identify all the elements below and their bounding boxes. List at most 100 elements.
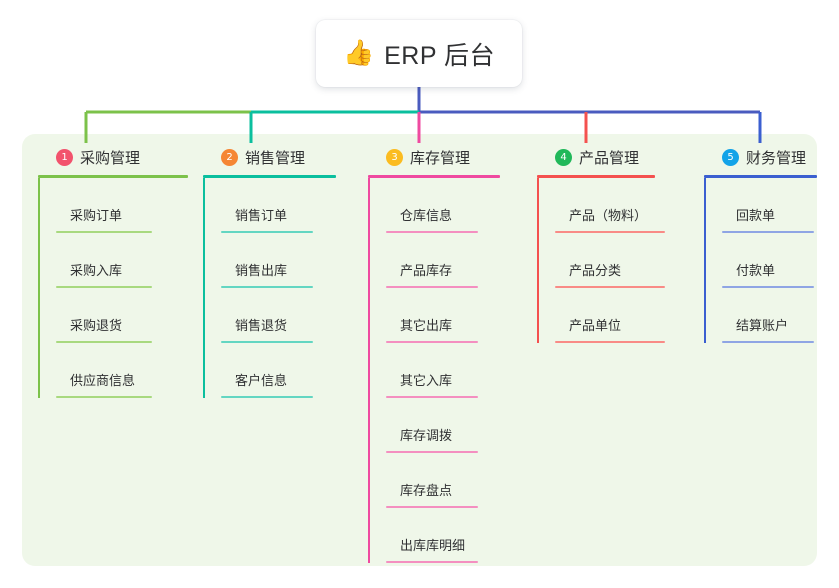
branch-item-label: 客户信息 [235, 373, 288, 388]
branch-item-underline [221, 231, 313, 233]
branch-header[interactable]: 2 销售管理 [203, 146, 336, 168]
branch-item[interactable]: 销售订单 [221, 178, 313, 233]
branch-underline [38, 175, 188, 178]
branch-number-badge: 5 [722, 148, 739, 166]
branch-item-label: 销售出库 [235, 263, 288, 278]
branch-item[interactable]: 其它入库 [386, 343, 478, 398]
branch-underline [203, 175, 336, 178]
branch-item-underline [386, 286, 478, 288]
branch-item-label: 其它出库 [400, 318, 453, 333]
branch-header[interactable]: 4 产品管理 [537, 146, 655, 168]
branch-item[interactable]: 采购订单 [56, 178, 152, 233]
branch-item[interactable]: 产品（物料） [555, 178, 665, 233]
root-node[interactable]: 👍 ERP 后台 [316, 20, 522, 87]
branch-item[interactable]: 回款单 [722, 178, 814, 233]
branch-header[interactable]: 3 库存管理 [368, 146, 500, 168]
branch-item-label: 采购入库 [70, 263, 123, 278]
branch-item-underline [386, 451, 478, 453]
branch-item[interactable]: 客户信息 [221, 343, 313, 398]
thumbs-up-emoji: 👍 [342, 39, 375, 67]
branch-item[interactable]: 出库库明细 [386, 508, 478, 563]
branch-header[interactable]: 1 采购管理 [38, 146, 188, 168]
branch-item[interactable]: 供应商信息 [56, 343, 152, 398]
branch-item-underline [386, 341, 478, 343]
branch-item-label: 结算账户 [736, 318, 789, 333]
branch-column: 3 库存管理仓库信息产品库存其它出库其它入库库存调拨库存盘点出库库明细 [368, 146, 500, 563]
branch-item-underline [221, 396, 313, 398]
branch-item-underline [722, 286, 814, 288]
branch-item-label: 产品单位 [569, 318, 622, 333]
branch-item[interactable]: 其它出库 [386, 288, 478, 343]
branch-item-label: 其它入库 [400, 373, 453, 388]
branch-item-underline [221, 286, 313, 288]
branch-item-label: 仓库信息 [400, 208, 453, 223]
branch-header[interactable]: 5 财务管理 [704, 146, 817, 168]
branch-item[interactable]: 库存盘点 [386, 453, 478, 508]
branch-number-badge: 1 [56, 148, 73, 166]
branch-item-label: 采购退货 [70, 318, 123, 333]
branch-item[interactable]: 产品库存 [386, 233, 478, 288]
branch-column: 2 销售管理销售订单销售出库销售退货客户信息 [203, 146, 336, 398]
branch-item-underline [386, 396, 478, 398]
branch-item[interactable]: 产品分类 [555, 233, 665, 288]
branch-item-underline [722, 231, 814, 233]
branch-column: 4 产品管理产品（物料） 产品分类产品单位 [537, 146, 665, 343]
branch-spine [537, 178, 539, 343]
branch-items: 产品（物料） 产品分类产品单位 [537, 178, 665, 343]
branch-title: 采购管理 [80, 149, 141, 167]
branch-title: 销售管理 [245, 149, 306, 167]
branch-items: 销售订单销售出库销售退货客户信息 [203, 178, 336, 398]
branch-item-label: 库存盘点 [400, 483, 453, 498]
branch-item-label: 出库库明细 [400, 538, 466, 553]
branch-title: 财务管理 [746, 149, 807, 167]
branch-item-underline [56, 341, 152, 343]
branch-underline [704, 175, 817, 178]
branch-item-label: 产品库存 [400, 263, 453, 278]
branch-item-label: 销售订单 [235, 208, 288, 223]
branch-spine [203, 178, 205, 398]
branch-items: 回款单付款单结算账户 [704, 178, 817, 343]
branch-item-underline [56, 396, 152, 398]
branch-items: 仓库信息产品库存其它出库其它入库库存调拨库存盘点出库库明细 [368, 178, 500, 563]
branch-spine [704, 178, 706, 343]
branch-underline [368, 175, 500, 178]
branch-item-underline [56, 231, 152, 233]
branch-item-underline [555, 286, 665, 288]
branch-item-label: 付款单 [736, 263, 776, 278]
branch-items: 采购订单采购入库采购退货供应商信息 [38, 178, 188, 398]
branch-column: 5 财务管理回款单付款单结算账户 [704, 146, 817, 343]
branch-item[interactable]: 销售退货 [221, 288, 313, 343]
branch-item-underline [555, 341, 665, 343]
branch-spine [368, 178, 370, 563]
branch-item-label: 产品分类 [569, 263, 622, 278]
branch-item-underline [386, 561, 478, 563]
branch-item[interactable]: 结算账户 [722, 288, 814, 343]
branch-underline [537, 175, 655, 178]
branch-item[interactable]: 销售出库 [221, 233, 313, 288]
branch-item-label: 供应商信息 [70, 373, 136, 388]
branch-item-underline [221, 341, 313, 343]
branch-item-underline [555, 231, 665, 233]
root-title: ERP 后台 [384, 41, 496, 70]
branch-item[interactable]: 产品单位 [555, 288, 665, 343]
branch-item[interactable]: 仓库信息 [386, 178, 478, 233]
branch-number-badge: 4 [555, 148, 572, 166]
branch-item-label: 产品（物料） [569, 208, 648, 223]
branch-item[interactable]: 库存调拨 [386, 398, 478, 453]
branch-spine [38, 178, 40, 398]
branch-item-label: 回款单 [736, 208, 776, 223]
branch-item-label: 库存调拨 [400, 428, 453, 443]
branch-item-underline [722, 341, 814, 343]
branch-title: 产品管理 [579, 149, 640, 167]
branch-title: 库存管理 [410, 149, 471, 167]
branch-column: 1 采购管理采购订单采购入库采购退货供应商信息 [38, 146, 188, 398]
branch-item[interactable]: 采购入库 [56, 233, 152, 288]
branch-item-underline [386, 506, 478, 508]
branch-number-badge: 2 [221, 148, 238, 166]
branch-item[interactable]: 付款单 [722, 233, 814, 288]
branch-number-badge: 3 [386, 148, 403, 166]
branch-item-underline [56, 286, 152, 288]
branch-item-label: 销售退货 [235, 318, 288, 333]
branch-item[interactable]: 采购退货 [56, 288, 152, 343]
